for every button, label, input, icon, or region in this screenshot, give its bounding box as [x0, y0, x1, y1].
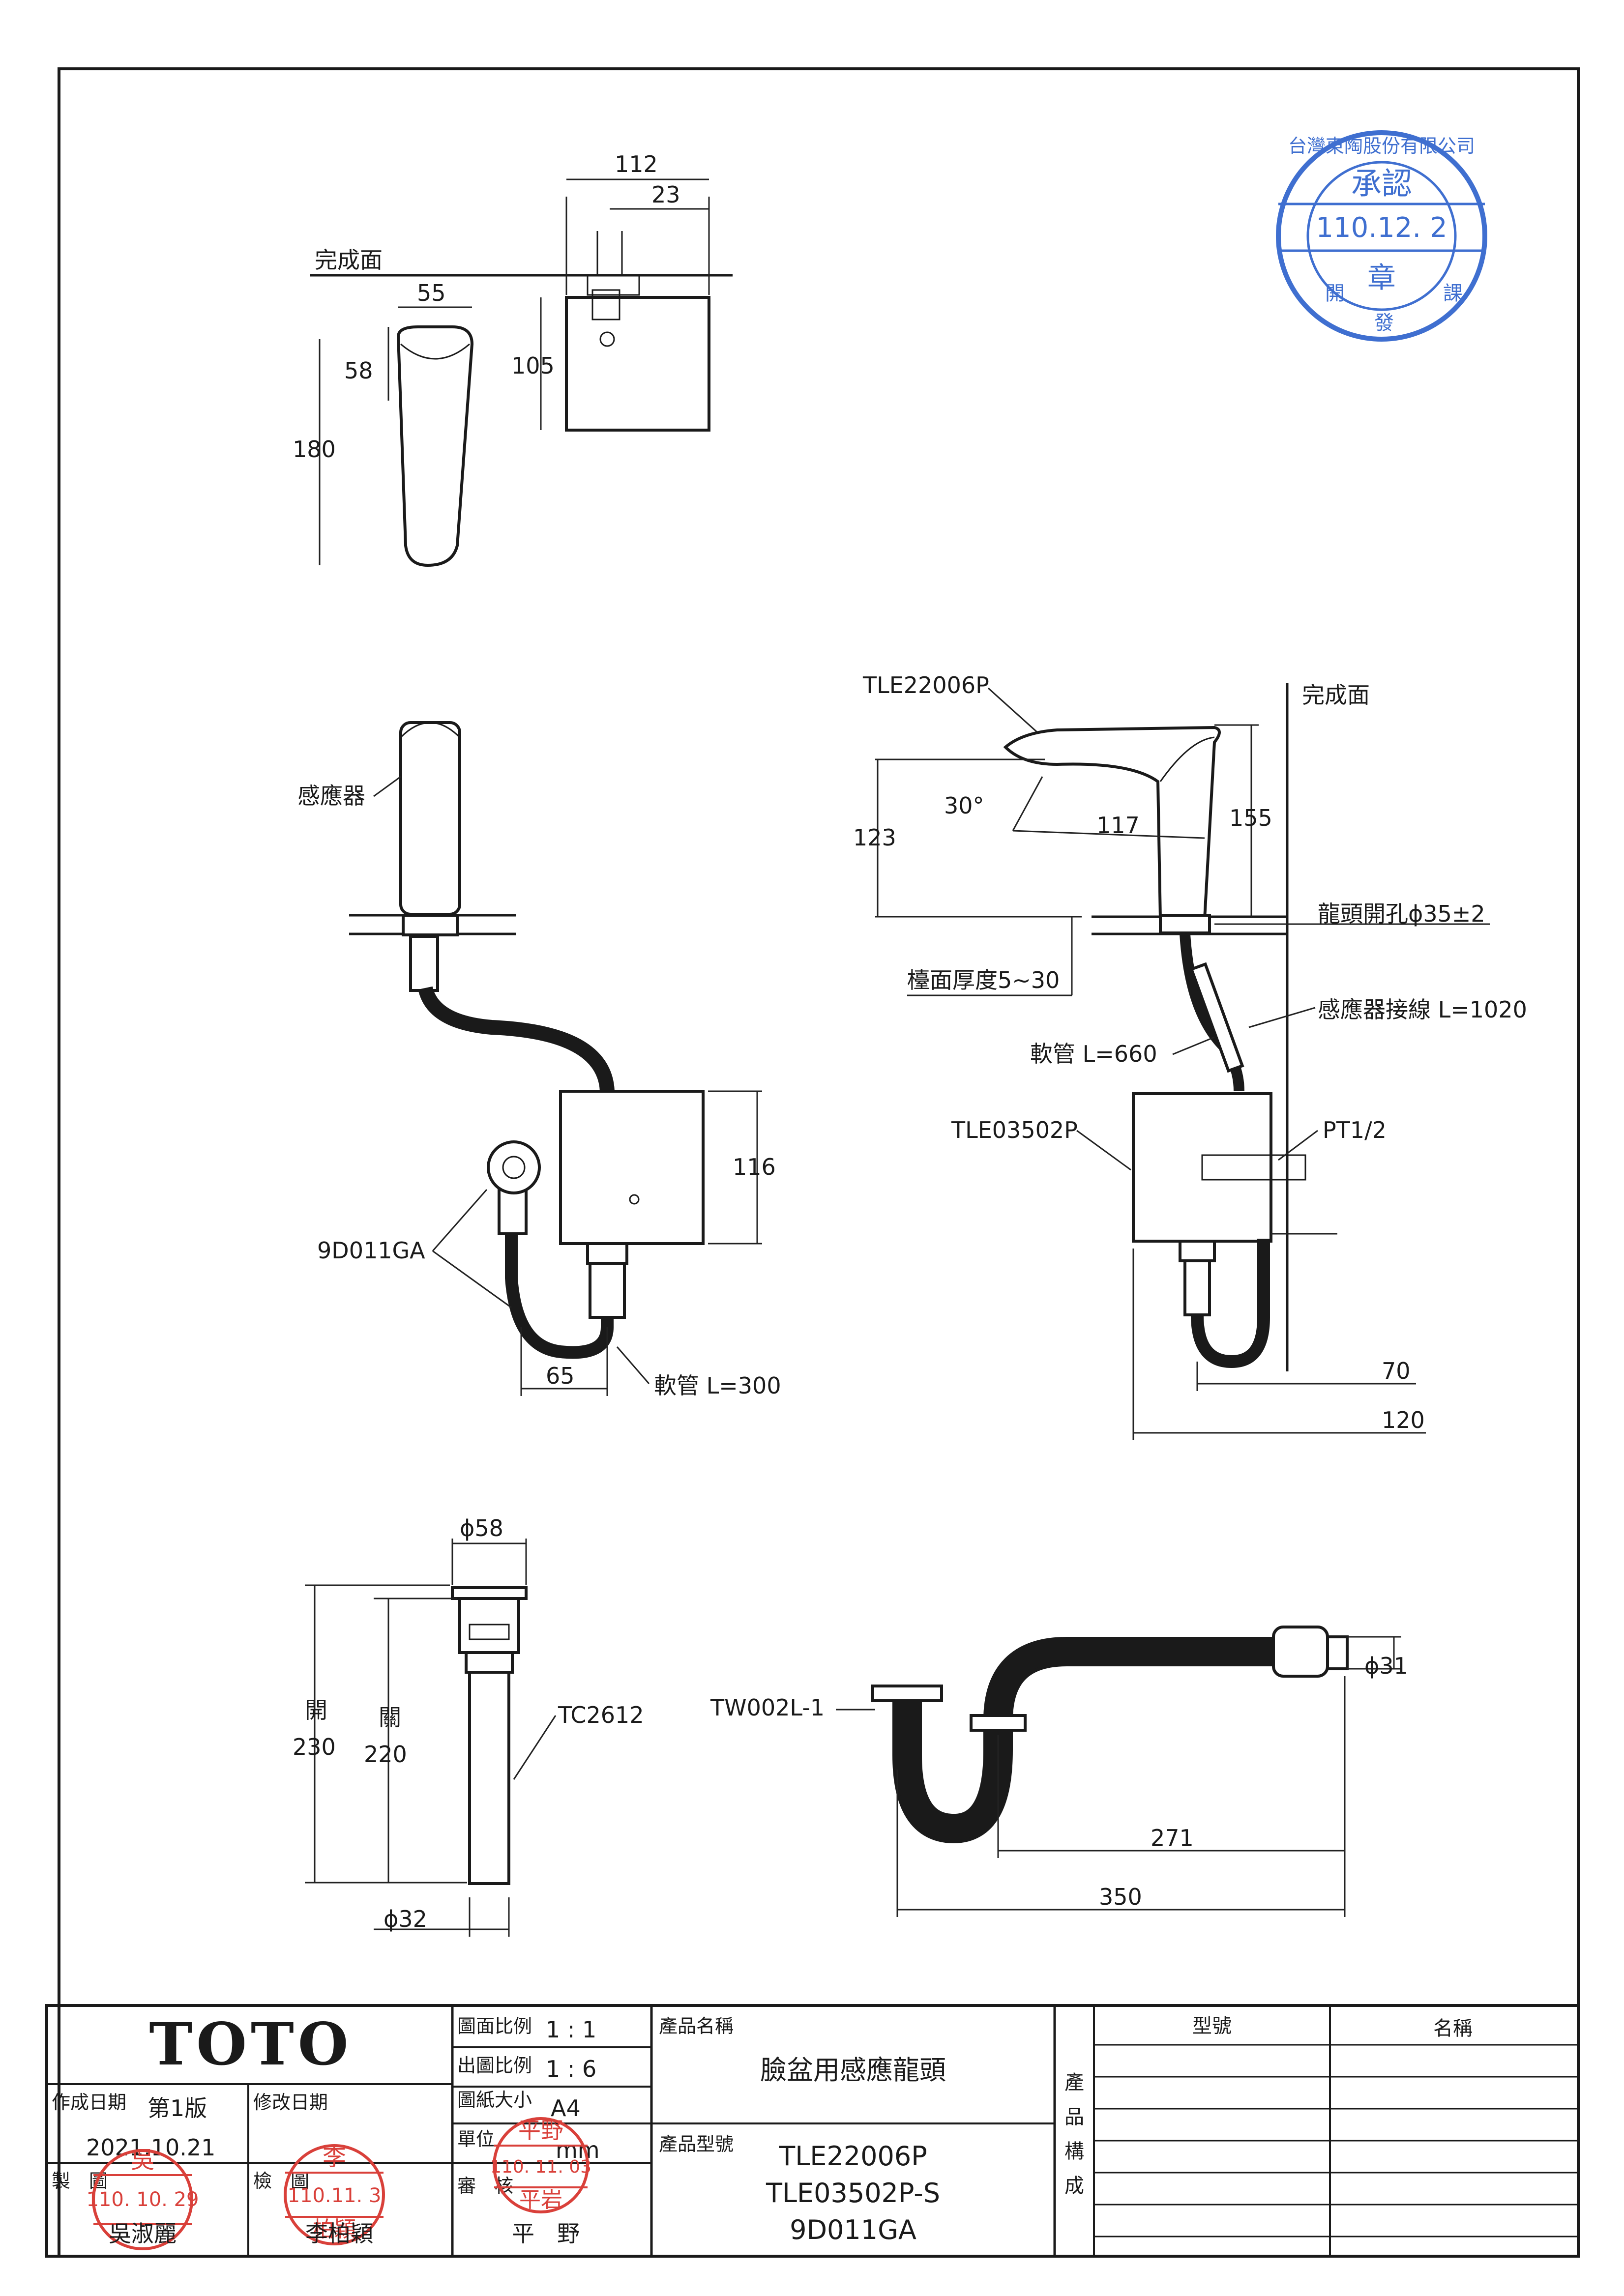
approver-stamp-sub: 平岩	[519, 2187, 562, 2212]
part-label-valve: 9D011GA	[317, 1237, 425, 1264]
thread-label: PT1/2	[1323, 1117, 1387, 1143]
dim-box-depth: 105	[511, 352, 555, 379]
sensor-label: 感應器	[297, 783, 365, 809]
product-model-label: 產品型號	[659, 2133, 734, 2155]
dim-box-height: 116	[733, 1154, 776, 1180]
stamp-company: 台灣東陶股份有限公司	[1288, 135, 1475, 157]
composition-char-4: 成	[1064, 2175, 1084, 2197]
checker-name: 李柏穎	[305, 2220, 373, 2247]
approver-stamp-name: 平野	[518, 2117, 563, 2144]
flex-hose-300-label: 軟管 L=300	[654, 1372, 781, 1399]
approver-stamp-date: 110. 11. 03	[490, 2157, 591, 2177]
product-name: 臉盆用感應龍頭	[760, 2055, 946, 2086]
product-name-label: 產品名稱	[659, 2015, 734, 2037]
dim-spout-top: 58	[344, 357, 373, 384]
hole-size-label: 龍頭開孔ϕ35±2	[1318, 901, 1485, 927]
part-label-control-box: TLE03502P	[951, 1117, 1078, 1143]
side-view: 完成面 TLE22006P 123 30° 117 155 龍頭開孔ϕ35±2 …	[853, 672, 1527, 1440]
product-model-1: TLE22006P	[778, 2141, 927, 2172]
column-model: 型號	[1192, 2015, 1232, 2037]
paper-size-label: 圖紙大小	[457, 2089, 532, 2111]
column-name: 名稱	[1433, 2017, 1473, 2040]
checker-label: 檢 圖	[253, 2170, 309, 2192]
revised-date-label: 修改日期	[253, 2092, 328, 2113]
print-scale-value: 1 : 6	[546, 2056, 596, 2082]
drafter-stamp-date: 110. 10. 29	[86, 2188, 199, 2211]
paper-size-value: A4	[551, 2095, 581, 2122]
dim-spout-height: 123	[853, 824, 896, 851]
dim-trap-350: 350	[1099, 1884, 1142, 1910]
angle-label: 30°	[944, 792, 984, 819]
dim-wall-120: 120	[1382, 1407, 1425, 1433]
drain-closed-label: 關	[379, 1704, 401, 1731]
stamp-title: 承認	[1351, 166, 1412, 202]
checker-stamp-sub: 柏穎	[313, 2217, 356, 2242]
unit-label: 單位	[457, 2128, 495, 2150]
checker-stamp-name: 李	[323, 2144, 346, 2171]
approver-name: 平 野	[512, 2220, 580, 2247]
counter-thickness-label: 檯面厚度5~30	[907, 967, 1060, 993]
finish-surface-label-side: 完成面	[1302, 682, 1370, 708]
scale-value: 1 : 1	[546, 2016, 596, 2043]
dim-trap-dia: ϕ31	[1364, 1653, 1408, 1679]
dim-spout-reach: 117	[1096, 812, 1140, 839]
unit-value: mm	[556, 2137, 600, 2163]
dim-drain-dia-bottom: ϕ32	[384, 1906, 427, 1932]
brand-logo: TOTO	[149, 2010, 352, 2078]
stamp-seal: 章	[1367, 261, 1396, 294]
approval-stamp: 台灣東陶股份有限公司 承認 110.12. 2 章 開 發 課	[1276, 130, 1487, 342]
checker-stamp-date: 110.11. 3	[288, 2184, 382, 2207]
composition-char-1: 產	[1064, 2071, 1084, 2094]
front-view: 感應器 116 9D011GA 65 軟管 L=300	[297, 721, 781, 1399]
dim-valve-offset: 65	[546, 1363, 575, 1389]
stamp-dept-mid: 發	[1374, 312, 1394, 334]
dim-top-offset: 23	[651, 181, 680, 208]
dim-spout-width: 55	[417, 280, 446, 306]
stamp-date: 110.12. 2	[1316, 212, 1447, 244]
title-block: TOTO 作成日期 第1版 2021.10.21 修改日期 製 圖 吳 110.…	[45, 2004, 1580, 2258]
stamp-dept-left: 開	[1325, 282, 1345, 305]
finish-surface-label-top: 完成面	[315, 247, 383, 273]
drain-open-label: 開	[305, 1697, 327, 1723]
print-scale-label: 出圖比例	[457, 2055, 532, 2076]
drafter-stamp-name: 吳	[131, 2146, 154, 2174]
product-model-2: TLE03502P-S	[766, 2178, 940, 2209]
scale-label: 圖面比例	[457, 2015, 532, 2037]
trap-view: TW002L-1 ϕ31 271 350	[710, 1626, 1408, 1917]
drafter-name: 吳淑麗	[109, 2220, 177, 2247]
flex-hose-660-label: 軟管 L=660	[1030, 1041, 1157, 1067]
dim-top-width: 112	[615, 151, 658, 177]
edition: 第1版	[148, 2095, 207, 2122]
dim-wall-70: 70	[1382, 1358, 1411, 1384]
dim-drain-dia-top: ϕ58	[460, 1515, 503, 1541]
product-model-3: 9D011GA	[790, 2214, 916, 2245]
part-label-drain: TC2612	[558, 1702, 644, 1728]
composition-char-2: 品	[1064, 2106, 1084, 2128]
part-label-faucet: TLE22006P	[862, 672, 989, 698]
dim-body-height: 155	[1229, 805, 1272, 831]
part-label-trap: TW002L-1	[710, 1694, 825, 1721]
sensor-cable-label: 感應器接線 L=1020	[1318, 996, 1527, 1023]
drawing-frame	[58, 67, 1580, 2258]
stamp-dept-right: 課	[1443, 282, 1463, 305]
created-date: 2021.10.21	[86, 2134, 215, 2161]
top-view: 完成面 112 23 105 55 58 180	[293, 151, 733, 567]
dim-faucet-height: 180	[293, 436, 336, 463]
dim-trap-271: 271	[1151, 1825, 1194, 1851]
dim-drain-closed: 220	[364, 1741, 407, 1768]
created-date-label: 作成日期	[52, 2092, 126, 2113]
dim-drain-open: 230	[293, 1734, 336, 1760]
composition-char-3: 構	[1064, 2140, 1084, 2163]
drain-view: ϕ58 開 230 關 220 TC2612 ϕ32	[293, 1515, 644, 1937]
